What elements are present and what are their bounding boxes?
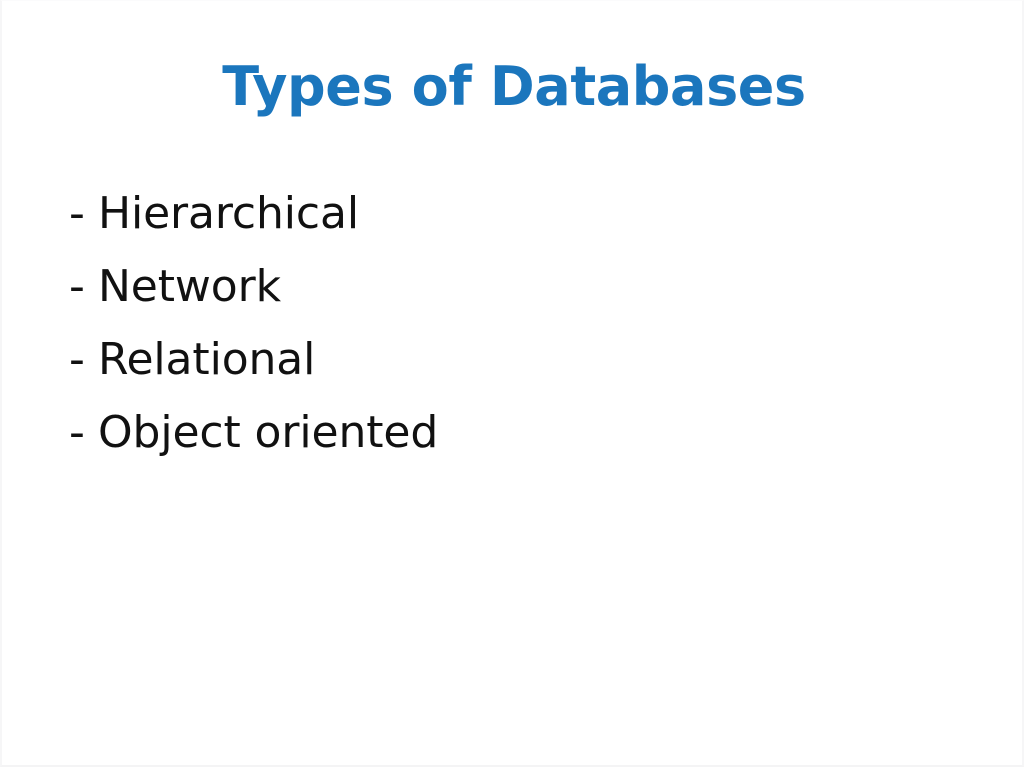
list-item-label: Hierarchical bbox=[97, 188, 360, 239]
list-item: -Hierarchical bbox=[69, 187, 949, 260]
bullet-list: -Hierarchical -Network -Relational -Obje… bbox=[69, 187, 949, 479]
dash-bullet-icon: - bbox=[69, 188, 85, 239]
page-title: Types of Databases bbox=[222, 55, 806, 118]
list-item-label: Object oriented bbox=[97, 407, 439, 458]
dash-bullet-icon: - bbox=[69, 261, 85, 312]
dash-bullet-icon: - bbox=[69, 334, 85, 385]
list-item: -Object oriented bbox=[69, 406, 949, 479]
list-item-label: Relational bbox=[97, 334, 316, 385]
list-item-label: Network bbox=[97, 261, 281, 312]
dash-bullet-icon: - bbox=[69, 407, 85, 458]
list-item: -Relational bbox=[69, 333, 949, 406]
list-item: -Network bbox=[69, 260, 949, 333]
